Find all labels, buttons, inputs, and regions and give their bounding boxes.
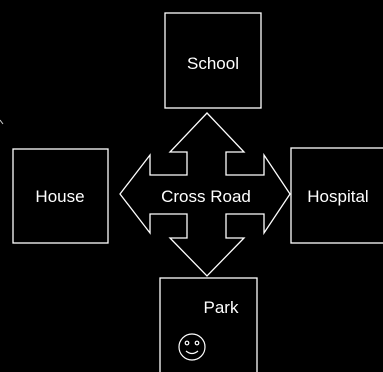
park-node: Park bbox=[159, 277, 258, 372]
smiley-face-icon bbox=[178, 333, 206, 361]
cross-road-arrow bbox=[119, 112, 291, 277]
house-label: House bbox=[35, 187, 84, 206]
school-node: School bbox=[164, 12, 262, 109]
cross-road-label: Cross Road bbox=[161, 187, 251, 206]
house-box bbox=[12, 148, 109, 244]
hospital-box bbox=[290, 147, 383, 244]
edge-mark bbox=[0, 119, 4, 125]
house-node: House bbox=[12, 148, 109, 244]
school-label: School bbox=[187, 54, 239, 73]
hospital-label: Hospital bbox=[307, 187, 368, 206]
park-label: Park bbox=[204, 298, 239, 317]
park-box bbox=[159, 277, 258, 372]
hospital-node: Hospital bbox=[290, 147, 383, 244]
school-box bbox=[164, 12, 262, 109]
